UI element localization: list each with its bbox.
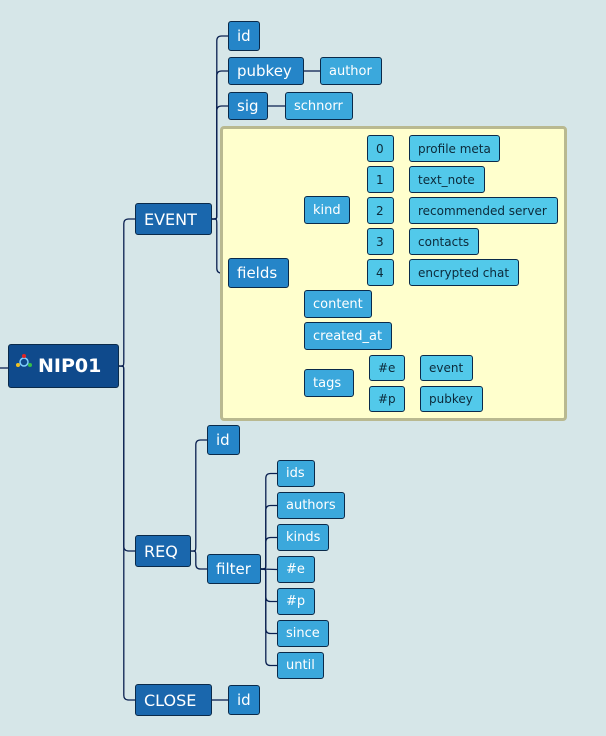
sig-schnorr-note[interactable]: schnorr	[285, 92, 353, 120]
filter-authors-item[interactable]: authors	[277, 492, 345, 519]
event-id-node[interactable]: id	[228, 21, 260, 51]
event-sig-node[interactable]: sig	[228, 92, 268, 120]
kind-code-3[interactable]: 3	[367, 228, 394, 255]
connector-req-reqId	[190, 439, 207, 552]
root-node-label: NIP01	[38, 355, 102, 377]
connector-event-fields	[211, 218, 228, 274]
tag-p-desc-pubkey[interactable]: pubkey	[420, 386, 483, 412]
kind-desc-recommended-server[interactable]: recommended server	[409, 197, 558, 224]
kind-desc-encrypted-chat[interactable]: encrypted chat	[409, 259, 519, 286]
filter-e-item[interactable]: #e	[277, 556, 315, 583]
fields-kind-node[interactable]: kind	[304, 196, 350, 224]
root-node-nip01[interactable]: NIP01	[8, 344, 119, 388]
kind-code-2[interactable]: 2	[367, 197, 394, 224]
fields-tags-node[interactable]: tags	[304, 369, 354, 397]
kind-code-0[interactable]: 0	[367, 135, 394, 162]
filter-kinds-item[interactable]: kinds	[277, 524, 329, 551]
connector-root-event	[118, 218, 135, 367]
close-node[interactable]: CLOSE	[135, 684, 212, 716]
connector-filter-f4	[260, 568, 277, 603]
filter-ids-item[interactable]: ids	[277, 460, 315, 487]
kind-desc-text-note[interactable]: text_note	[409, 166, 485, 193]
filter-since-item[interactable]: since	[277, 620, 329, 647]
kind-code-4[interactable]: 4	[367, 259, 394, 286]
kind-desc-contacts[interactable]: contacts	[409, 228, 479, 255]
kind-desc-profile-meta[interactable]: profile meta	[409, 135, 500, 162]
req-filter-node[interactable]: filter	[207, 554, 261, 584]
connector-filter-f6	[260, 568, 277, 667]
filter-until-item[interactable]: until	[277, 652, 324, 679]
connector-root-close	[118, 365, 135, 701]
mindmap-logo-icon	[16, 354, 32, 367]
event-node[interactable]: EVENT	[135, 203, 212, 235]
filter-p-item[interactable]: #p	[277, 588, 315, 615]
event-fields-node[interactable]: fields	[228, 258, 289, 288]
tag-e-desc-event[interactable]: event	[420, 355, 473, 381]
event-pubkey-node[interactable]: pubkey	[228, 57, 304, 85]
pubkey-author-note[interactable]: author	[320, 57, 382, 85]
req-node[interactable]: REQ	[135, 535, 191, 567]
connector-root-req	[118, 365, 135, 552]
tag-p-node[interactable]: #p	[369, 386, 405, 412]
tag-e-node[interactable]: #e	[369, 355, 405, 381]
connector-filter-f2	[260, 536, 277, 570]
req-id-node[interactable]: id	[207, 425, 240, 455]
connector-filter-f0	[260, 472, 277, 570]
fields-content-node[interactable]: content	[304, 290, 372, 318]
kind-code-1[interactable]: 1	[367, 166, 394, 193]
fields-created-at-node[interactable]: created_at	[304, 322, 392, 350]
connector-req-filter	[190, 550, 207, 570]
close-id-node[interactable]: id	[228, 685, 260, 715]
